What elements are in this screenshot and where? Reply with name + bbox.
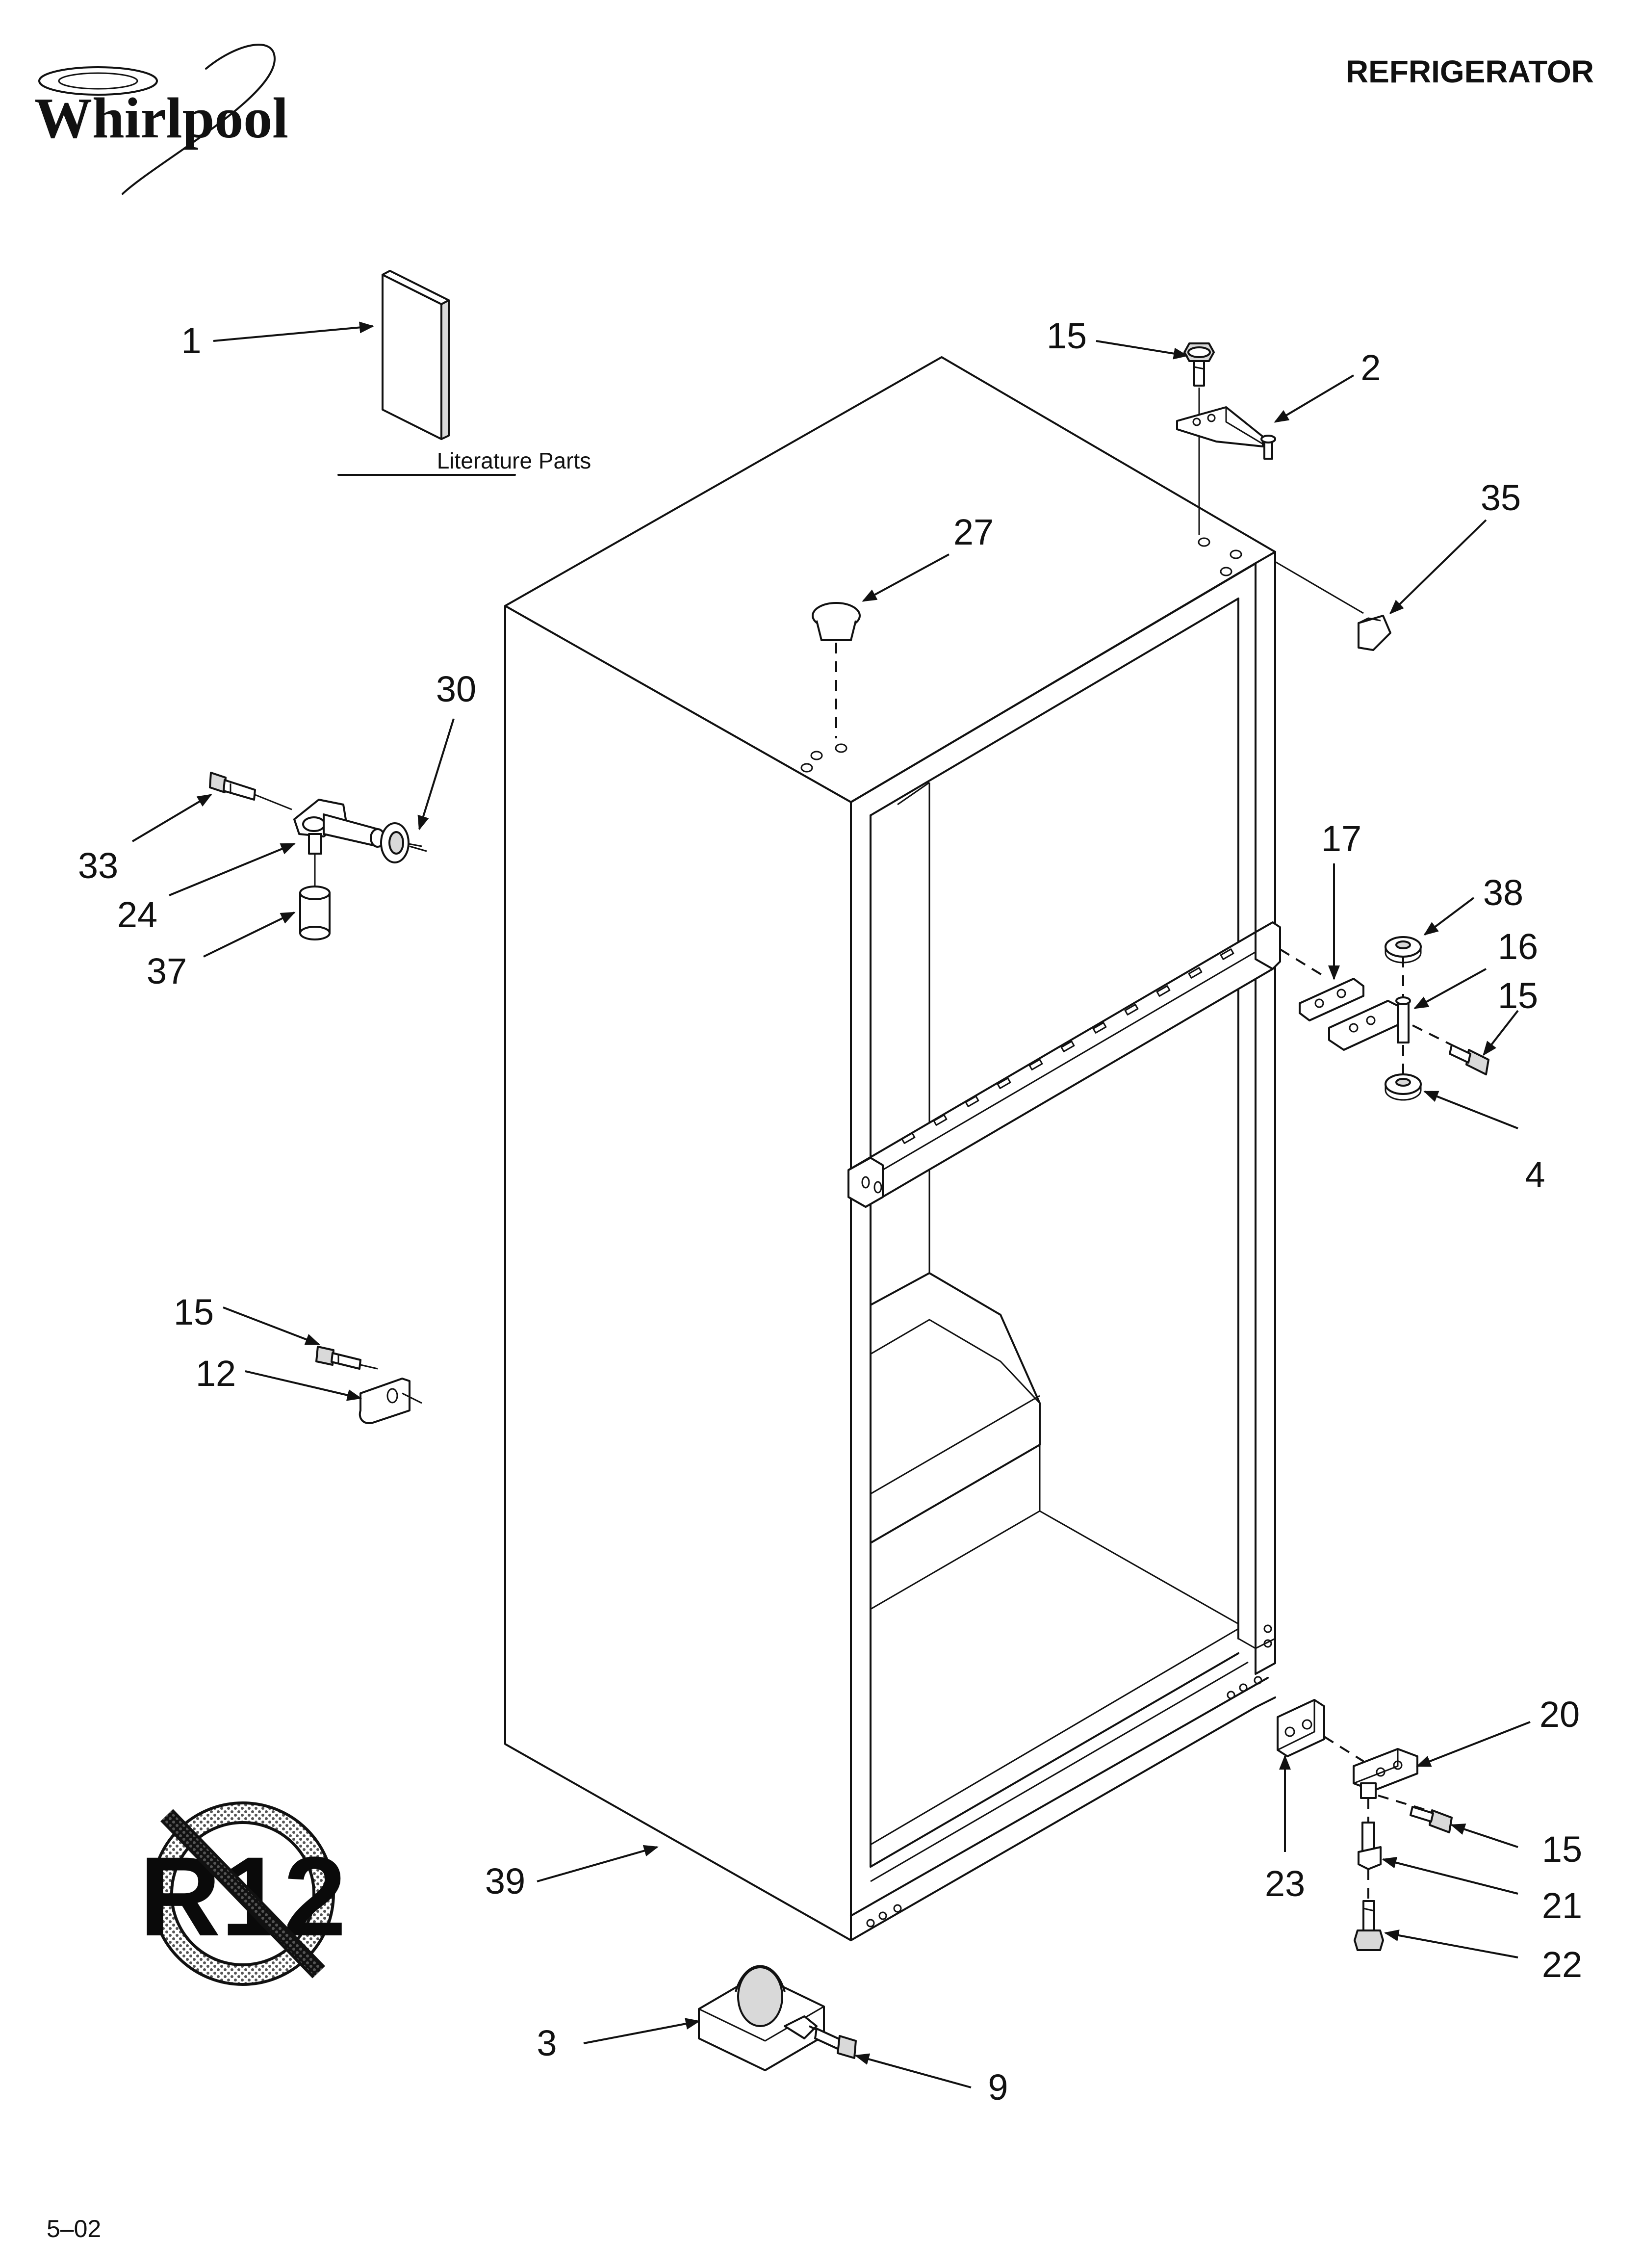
callout-37: 37 (147, 951, 187, 991)
callout-21: 21 (1542, 1885, 1582, 1926)
bottom-hinge-assembly (1277, 1699, 1453, 1951)
center-hinge-assembly (1279, 936, 1489, 1101)
screw-22-icon (1354, 1900, 1384, 1951)
callout-16: 16 (1498, 926, 1538, 967)
callout-4: 4 (1525, 1154, 1545, 1195)
callout-20: 20 (1539, 1694, 1580, 1735)
cabinet-right-flange (1255, 551, 1276, 1675)
callout-9: 9 (988, 2067, 1008, 2108)
door-stop-assembly (209, 772, 427, 940)
screw-15-bottom-icon (1410, 1806, 1453, 1833)
spacer-37-icon (299, 886, 331, 940)
screw-9-icon (814, 2028, 857, 2059)
page-title: REFRIGERATOR (1346, 54, 1594, 89)
center-rail-bar (847, 931, 1274, 1208)
screw-15-left-icon (315, 1346, 361, 1370)
callout-17: 17 (1321, 818, 1361, 859)
top-hinge-icon (1176, 406, 1276, 460)
bottom-hinge-20-icon (1353, 1748, 1418, 1799)
callout-23: 23 (1265, 1863, 1305, 1904)
bumper-30-icon (380, 822, 410, 863)
callout-2: 2 (1360, 347, 1381, 388)
screw-33-icon (209, 772, 256, 801)
callout-12: 12 (196, 1353, 236, 1394)
date-code: 5–02 (47, 2215, 101, 2242)
callout-27: 27 (953, 512, 994, 552)
hinge-shim-17-icon (1299, 978, 1364, 1021)
callout-30: 30 (436, 669, 476, 709)
brand-name: Whirlpool (34, 86, 288, 150)
logo-swirl-icon (38, 66, 158, 96)
hinge-screw-top-icon (1183, 342, 1215, 387)
logo-swirl-inner-icon (58, 72, 138, 90)
callout-3: 3 (537, 2023, 557, 2063)
no-r12-badge: R12 (139, 1801, 346, 1986)
callout-15-top: 15 (1047, 315, 1087, 356)
top-hole-plug (812, 602, 861, 738)
interior-air-duct (870, 1272, 1041, 1544)
hinge-pin-21-icon (1358, 1822, 1382, 1870)
top-hinge-assembly (1176, 342, 1276, 535)
screw-15-center-icon (1449, 1044, 1489, 1075)
roller-assembly (698, 1965, 857, 2071)
callout-15-center: 15 (1498, 975, 1538, 1016)
callout-39: 39 (485, 1861, 525, 1902)
washer-38-icon (1385, 936, 1422, 964)
callout-15-bottom: 15 (1542, 1829, 1582, 1870)
hinge-cover-icon (1358, 615, 1391, 651)
roller-housing-3-icon (698, 1965, 825, 2071)
literature-parts-label: Literature Parts (437, 448, 591, 473)
callout-38: 38 (1483, 872, 1523, 913)
door-closer-assembly (315, 1346, 422, 1424)
leader-lines (131, 321, 1531, 2088)
callout-22: 22 (1542, 1944, 1582, 1985)
hinge-cover (1275, 561, 1391, 651)
callout-labels: 1 15 2 35 27 30 33 24 37 17 38 16 15 4 1… (78, 315, 1582, 2108)
whirlpool-logo: Whirlpool (34, 44, 288, 195)
cabinet-left-side (504, 605, 852, 1941)
refrigerator-cabinet (504, 356, 1276, 1941)
callout-24: 24 (117, 894, 157, 935)
callout-33: 33 (78, 845, 118, 886)
door-stop-bracket-icon (293, 799, 385, 855)
callout-15-left: 15 (174, 1292, 214, 1332)
callout-35: 35 (1481, 477, 1521, 518)
literature-parts-booklet (382, 270, 450, 440)
closer-clip-icon (359, 1378, 422, 1424)
washer-4-icon (1385, 1073, 1422, 1101)
shim-23-icon (1277, 1699, 1325, 1757)
logo-loop-icon (122, 44, 276, 195)
callout-1: 1 (181, 320, 201, 361)
center-rail (847, 921, 1281, 1208)
